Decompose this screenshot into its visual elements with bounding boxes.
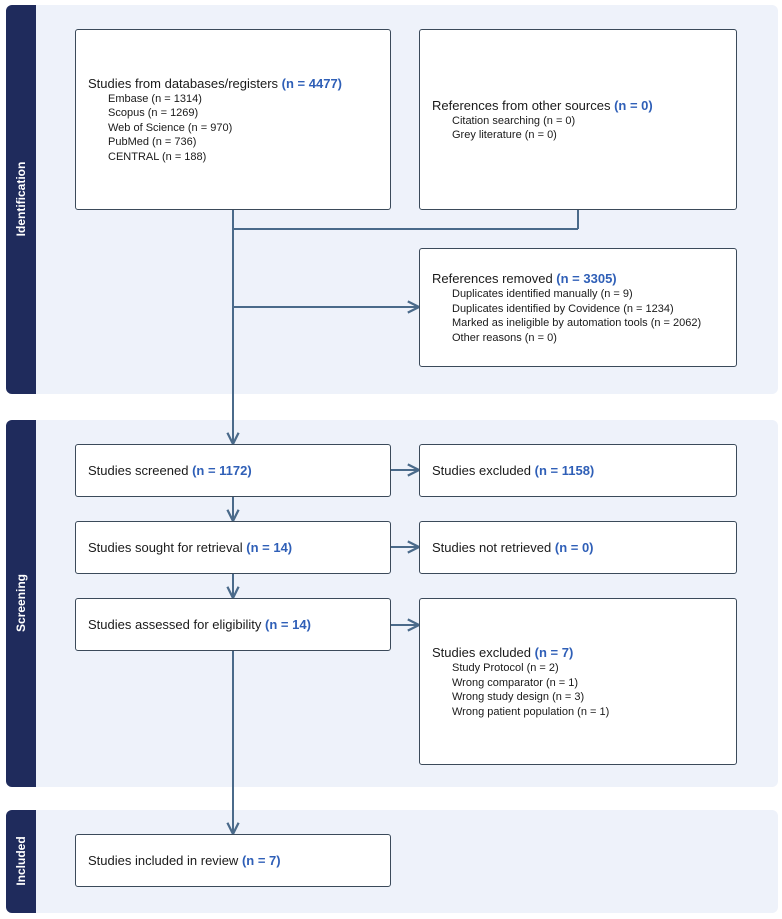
other-sources-item: Grey literature (n = 0): [452, 129, 557, 141]
eligibility-box: Studies assessed for eligibility (n = 14…: [75, 598, 391, 651]
excluded-full-heading: Studies excluded (n = 7): [432, 645, 574, 660]
excluded-full-count: (n = 7): [534, 645, 574, 660]
removed-item: Duplicates identified manually (n = 9): [452, 288, 633, 300]
excluded-full-item: Wrong comparator (n = 1): [452, 676, 579, 689]
screened-count: (n = 1172): [192, 463, 252, 478]
excluded-screen-box: Studies excluded (n = 1158): [419, 444, 737, 497]
other-sources-item: Citation searching (n = 0): [452, 114, 576, 127]
retrieval-title: Studies sought for retrieval: [88, 540, 243, 555]
included-count: (n = 7): [241, 853, 281, 868]
removed-box: References removed (n = 3305) Duplicates…: [419, 248, 737, 367]
eligibility-title: Studies assessed for eligibility: [88, 617, 262, 632]
screened-box: Studies screened (n = 1172): [75, 444, 391, 497]
excluded-full-item: Wrong study design (n = 3): [452, 691, 585, 703]
databases-box: Studies from databases/registers (n = 44…: [75, 29, 391, 210]
databases-count: (n = 4477): [281, 75, 343, 91]
not-retrieved-box: Studies not retrieved (n = 0): [419, 521, 737, 574]
removed-item: Duplicates identified by Covidence (n = …: [452, 302, 674, 315]
included-title: Studies included in review: [88, 853, 239, 868]
not-retrieved-count: (n = 0): [554, 540, 594, 555]
screening-tab: Screening: [6, 420, 36, 787]
identification-tab: Identification: [6, 5, 36, 394]
databases-heading: Studies from databases/registers (n = 44…: [88, 75, 343, 91]
retrieval-count: (n = 14): [246, 540, 293, 555]
removed-item: Other reasons (n = 0): [452, 331, 557, 344]
removed-heading: References removed (n = 3305): [432, 271, 617, 286]
eligibility-count: (n = 14): [265, 617, 311, 632]
databases-item: CENTRAL (n = 188): [108, 150, 207, 163]
retrieval-box: Studies sought for retrieval (n = 14): [75, 521, 391, 574]
other-sources-box: References from other sources (n = 0) Ci…: [419, 29, 737, 210]
other-sources-count: (n = 0): [614, 97, 653, 113]
excluded-screen-title: Studies excluded: [432, 463, 532, 478]
databases-item: PubMed (n = 736): [108, 136, 197, 149]
databases-item: Embase (n = 1314): [108, 92, 202, 105]
included-tab: Included: [6, 810, 36, 913]
excluded-screen-count: (n = 1158): [534, 463, 595, 478]
excluded-full-box: Studies excluded (n = 7) Study Protocol …: [419, 598, 737, 765]
screened-title: Studies screened: [88, 463, 189, 478]
not-retrieved-title: Studies not retrieved: [432, 540, 552, 555]
excluded-full-item: Wrong patient population (n = 1): [452, 705, 610, 718]
removed-count: (n = 3305): [556, 271, 617, 286]
excluded-full-item: Study Protocol (n = 2): [452, 662, 559, 674]
other-sources-heading: References from other sources (n = 0): [432, 97, 653, 113]
removed-item: Marked as ineligible by automation tools…: [452, 317, 702, 329]
databases-item: Scopus (n = 1269): [108, 107, 199, 120]
included-box: Studies included in review (n = 7): [75, 834, 391, 887]
databases-item: Web of Science (n = 970): [108, 121, 233, 134]
